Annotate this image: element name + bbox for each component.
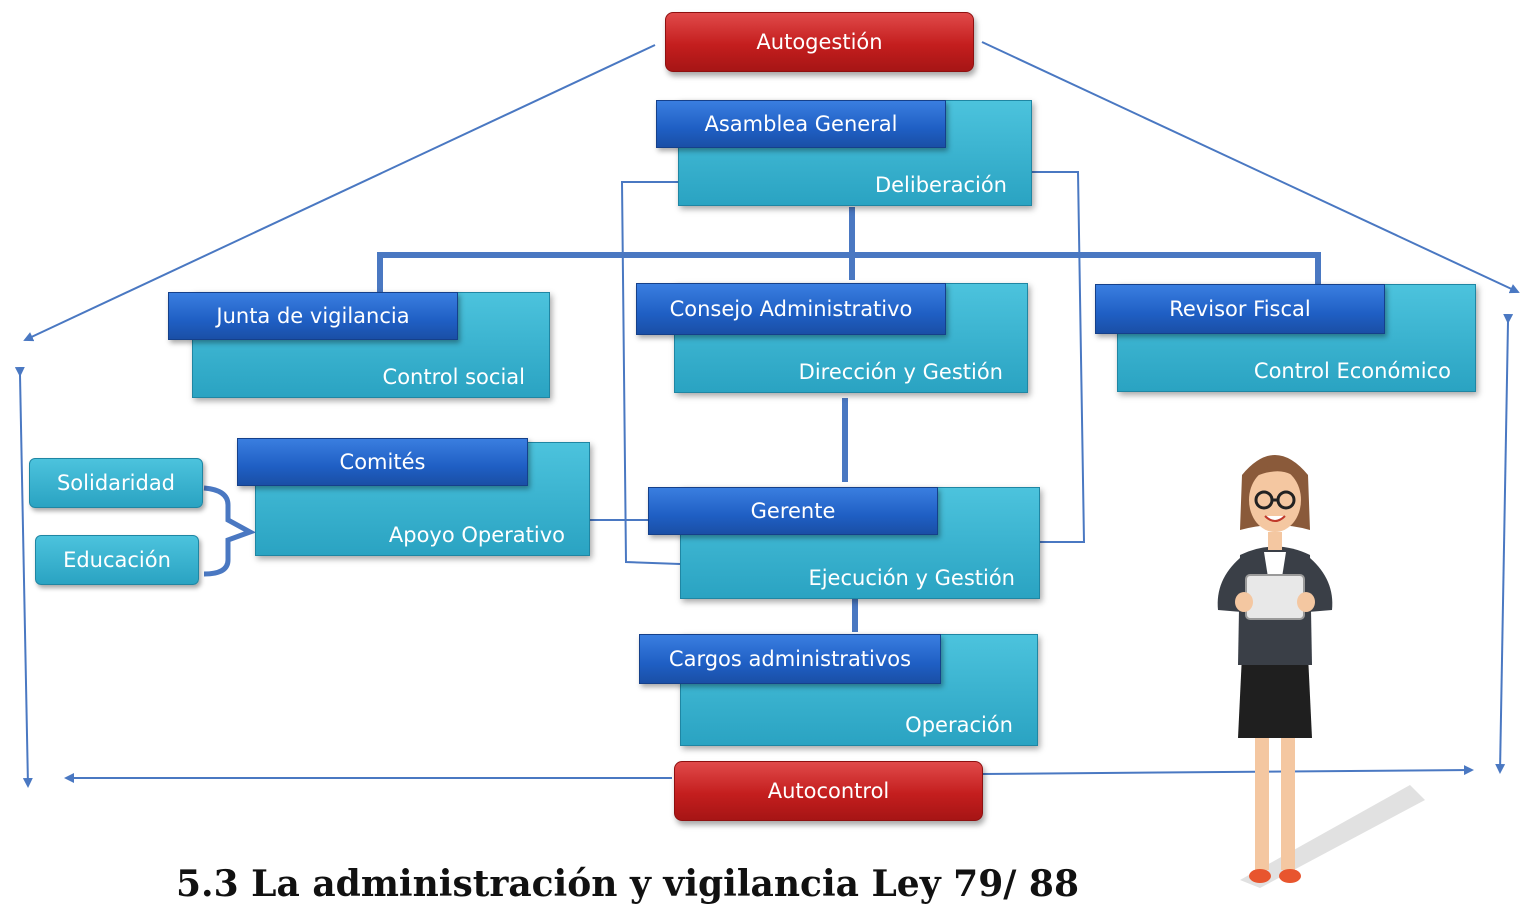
consejo-role: Dirección y Gestión <box>798 360 1003 384</box>
revisor-node: Control Económico Revisor Fiscal <box>1095 284 1478 394</box>
gerente-role: Ejecución y Gestión <box>808 566 1015 590</box>
woman-with-tablet-illustration <box>1217 455 1425 888</box>
comites-node: Apoyo Operativo Comités <box>237 438 592 558</box>
asamblea-title: Asamblea General <box>704 112 898 136</box>
autocontrol-box: Autocontrol <box>674 761 983 821</box>
committee-solidaridad: Solidaridad <box>29 458 203 508</box>
committee-educacion-label: Educación <box>63 548 171 572</box>
horizontal-bus-connector <box>377 252 1321 292</box>
gerente-title: Gerente <box>750 499 836 523</box>
junta-node: Control social Junta de vigilancia <box>168 292 552 400</box>
cargos-title: Cargos administrativos <box>668 647 912 671</box>
asamblea-node: Deliberación Asamblea General <box>656 100 1034 208</box>
autogestion-box: Autogestión <box>665 12 974 72</box>
revisor-role: Control Económico <box>1253 359 1451 383</box>
cargos-node: Operación Cargos administrativos <box>639 634 1040 748</box>
left-thin-loop <box>620 181 681 565</box>
committee-solidaridad-label: Solidaridad <box>56 471 176 495</box>
committee-educacion: Educación <box>35 535 199 585</box>
asamblea-role: Deliberación <box>874 173 1007 197</box>
comites-head: Comités <box>237 438 528 486</box>
consejo-node: Dirección y Gestión Consejo Administrati… <box>636 283 1030 395</box>
asamblea-head: Asamblea General <box>656 100 946 148</box>
right-thin-loop <box>1032 171 1086 543</box>
right-vertical-arrow <box>1495 313 1514 774</box>
comites-role: Apoyo Operativo <box>388 523 565 547</box>
roof-right-line <box>981 41 1520 294</box>
autogestion-label: Autogestión <box>756 30 883 54</box>
section-heading: 5.3 La administración y vigilancia Ley 7… <box>176 863 1080 905</box>
left-vertical-arrow <box>14 366 33 788</box>
revisor-head: Revisor Fiscal <box>1095 284 1385 334</box>
junta-role: Control social <box>382 365 525 389</box>
roof-left-line <box>23 44 656 342</box>
gerente-node: Ejecución y Gestión Gerente <box>648 487 1042 601</box>
committee-bracket <box>203 485 257 577</box>
consejo-head: Consejo Administrativo <box>636 283 946 335</box>
cargos-role: Operación <box>905 713 1013 737</box>
junta-head: Junta de vigilancia <box>168 292 458 340</box>
cargos-head: Cargos administrativos <box>639 634 941 684</box>
autocontrol-label: Autocontrol <box>767 779 890 803</box>
junta-title: Junta de vigilancia <box>216 304 410 328</box>
gerente-head: Gerente <box>648 487 938 535</box>
consejo-title: Consejo Administrativo <box>669 297 913 321</box>
revisor-title: Revisor Fiscal <box>1169 297 1311 321</box>
bottom-right-arrow <box>981 765 1474 776</box>
comites-title: Comités <box>339 450 426 474</box>
